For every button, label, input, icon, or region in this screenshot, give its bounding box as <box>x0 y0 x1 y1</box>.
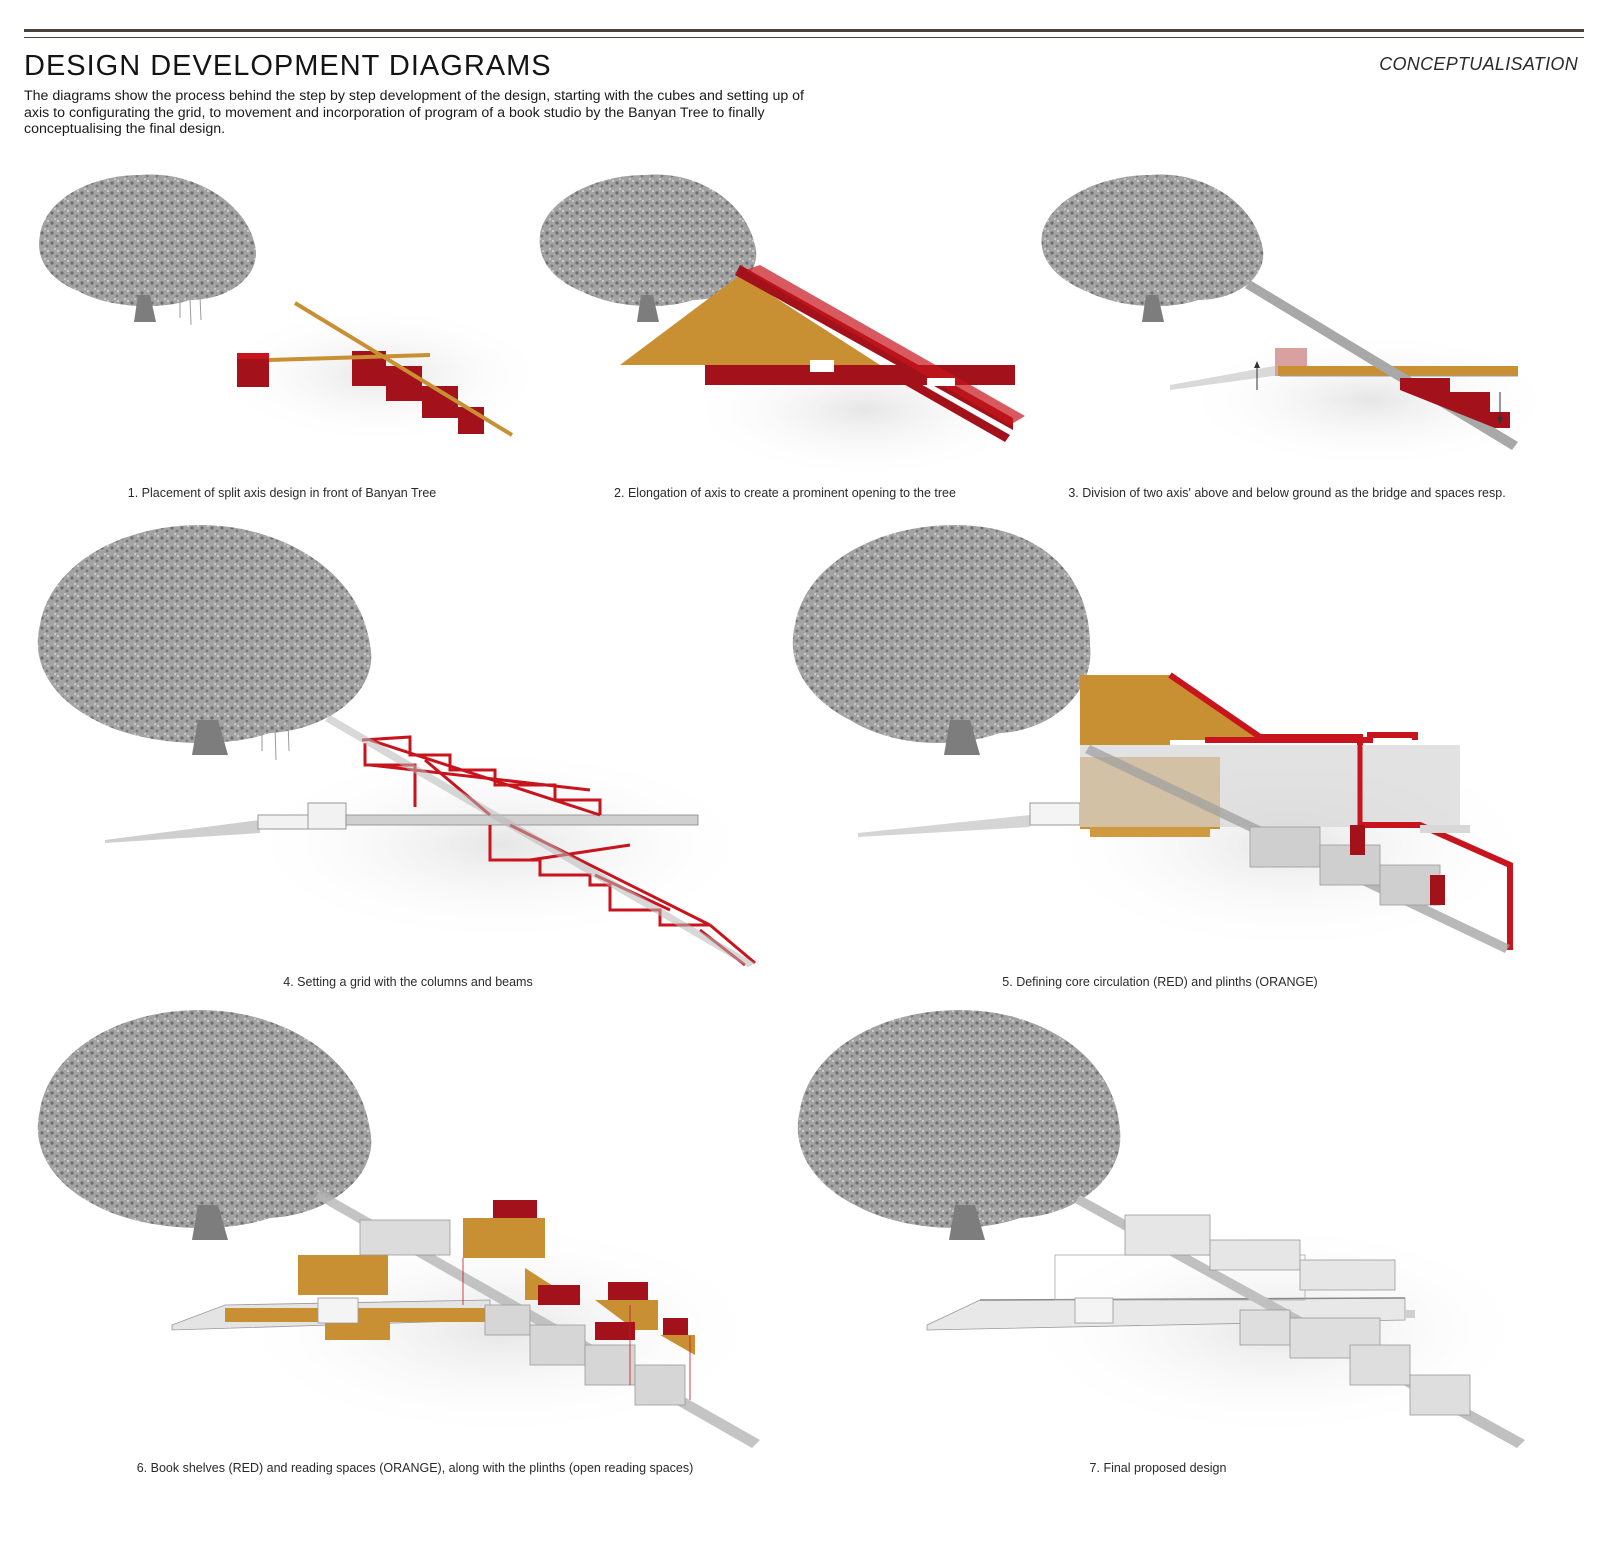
page-title: DESIGN DEVELOPMENT DIAGRAMS <box>24 50 552 82</box>
section-label: CONCEPTUALISATION <box>1379 54 1578 74</box>
banyan-tree-icon <box>539 174 757 322</box>
banyan-tree-icon <box>1041 174 1264 322</box>
header-rule-thick <box>24 29 1584 32</box>
diagram-1-graphic <box>39 174 550 445</box>
diagram-2 <box>535 160 1045 480</box>
header-rule-thin <box>24 37 1584 38</box>
banyan-tree-icon <box>39 174 256 326</box>
diagram-6 <box>30 1000 790 1455</box>
banyan-tree-icon <box>792 525 1091 755</box>
diagram-6-graphic <box>37 1010 770 1448</box>
diagram-4-caption: 4. Setting a grid with the columns and b… <box>283 975 533 989</box>
diagram-4 <box>30 515 770 967</box>
diagram-7-graphic <box>797 1010 1535 1448</box>
diagram-1-caption: 1. Placement of split axis design in fro… <box>127 486 437 500</box>
diagram-1 <box>30 160 550 470</box>
diagram-5-caption: 5. Defining core circulation (RED) and p… <box>1002 975 1318 989</box>
diagram-4-graphic <box>37 525 760 967</box>
diagram-3 <box>1040 160 1560 470</box>
diagram-7 <box>795 1000 1555 1455</box>
diagram-2-caption: 2. Elongation of axis to create a promin… <box>614 486 956 500</box>
diagram-7-caption: 7. Final proposed design <box>1089 1461 1227 1475</box>
diagram-3-caption: 3. Division of two axis' above and below… <box>1068 486 1506 500</box>
diagram-3-graphic <box>1041 174 1560 470</box>
page-description: The diagrams show the process behind the… <box>24 88 805 137</box>
banyan-tree-icon <box>797 1010 1121 1240</box>
diagram-5-graphic <box>792 525 1540 955</box>
diagram-6-caption: 6. Book shelves (RED) and reading spaces… <box>136 1461 694 1475</box>
diagram-2-graphic <box>539 174 1045 480</box>
diagram-5 <box>790 515 1550 965</box>
banyan-tree-icon <box>37 1010 372 1240</box>
banyan-tree-icon <box>37 525 372 761</box>
